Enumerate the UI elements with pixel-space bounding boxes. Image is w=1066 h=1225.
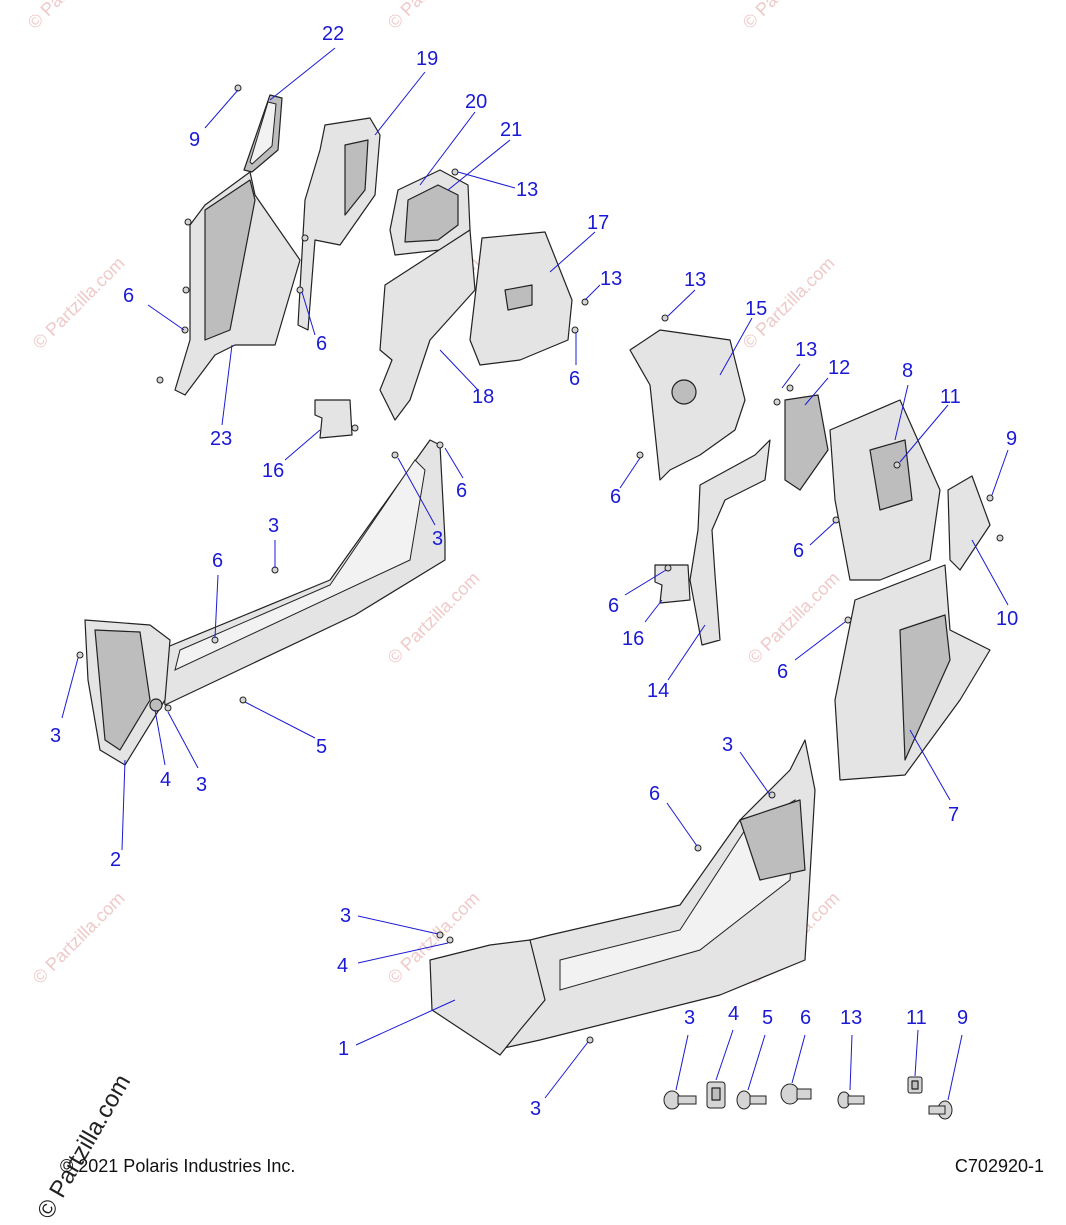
part-10-panel bbox=[947, 475, 991, 571]
callout-17: 17 bbox=[587, 212, 609, 234]
callout-4: 4 bbox=[337, 955, 348, 977]
part-7-shade bbox=[899, 614, 951, 761]
part-15-panel bbox=[629, 329, 746, 481]
callout-15: 15 bbox=[745, 298, 767, 320]
parts bbox=[84, 94, 991, 1056]
part-2-shade bbox=[94, 629, 151, 751]
callout-21: 21 bbox=[500, 119, 522, 141]
part-14-bracket bbox=[689, 439, 771, 646]
part-18-panel bbox=[379, 229, 476, 421]
callout-11: 11 bbox=[906, 1007, 927, 1029]
callout-3: 3 bbox=[196, 774, 207, 796]
callout-7: 7 bbox=[948, 804, 959, 826]
callout-23: 23 bbox=[210, 428, 232, 450]
callout-11: 11 bbox=[940, 386, 961, 408]
callout-13: 13 bbox=[600, 268, 622, 290]
callout-6: 6 bbox=[793, 540, 804, 562]
callouts: 22 19 20 21 9 13 17 13 13 15 6 6 6 13 12… bbox=[50, 23, 1018, 1120]
callout-3: 3 bbox=[50, 725, 61, 747]
watermark: © Partzilla.com bbox=[744, 568, 844, 668]
hardware-6-push-rivet bbox=[780, 1083, 812, 1105]
callout-9: 9 bbox=[957, 1007, 968, 1029]
part-19-vent bbox=[344, 139, 369, 216]
callout-6: 6 bbox=[569, 368, 580, 390]
part-right-rocker bbox=[449, 739, 816, 1051]
callout-9: 9 bbox=[189, 129, 200, 151]
callout-6: 6 bbox=[777, 661, 788, 683]
hardware-9-bolt bbox=[928, 1100, 953, 1120]
part-20-mesh bbox=[404, 184, 459, 243]
hardware-3-screw bbox=[663, 1090, 697, 1110]
hardware-13-screw bbox=[837, 1091, 865, 1109]
callout-13: 13 bbox=[795, 339, 817, 361]
callout-18: 18 bbox=[472, 386, 494, 408]
callout-4: 4 bbox=[728, 1003, 739, 1025]
callout-12: 12 bbox=[828, 357, 850, 379]
watermark: © Partzilla.com bbox=[384, 0, 484, 33]
callout-6: 6 bbox=[316, 333, 327, 355]
callout-6: 6 bbox=[123, 285, 134, 307]
watermark: © Partzilla.com bbox=[739, 0, 839, 33]
callout-6: 6 bbox=[456, 480, 467, 502]
part-1-panel bbox=[429, 939, 546, 1056]
callout-5: 5 bbox=[762, 1007, 773, 1029]
diagram-id: C702920-1 bbox=[954, 1156, 1044, 1176]
callout-13: 13 bbox=[684, 269, 706, 291]
callout-5: 5 bbox=[316, 736, 327, 758]
callout-3: 3 bbox=[340, 905, 351, 927]
callout-3: 3 bbox=[432, 528, 443, 550]
part-8-opening bbox=[869, 439, 913, 511]
callout-6: 6 bbox=[800, 1007, 811, 1029]
callout-3: 3 bbox=[530, 1098, 541, 1120]
callout-6: 6 bbox=[649, 783, 660, 805]
callout-2: 2 bbox=[110, 849, 121, 871]
callout-16: 16 bbox=[622, 628, 644, 650]
watermark: © Partzilla.com bbox=[29, 888, 129, 988]
callout-3: 3 bbox=[722, 734, 733, 756]
callout-3: 3 bbox=[268, 515, 279, 537]
fasteners bbox=[76, 84, 1004, 1044]
part-15-hole bbox=[671, 379, 697, 405]
callout-1: 1 bbox=[338, 1038, 349, 1060]
callout-14: 14 bbox=[647, 680, 669, 702]
hardware-4-clip bbox=[706, 1081, 726, 1109]
part-22-inner bbox=[249, 101, 277, 165]
hardware-legend bbox=[663, 1076, 953, 1120]
part-left-rocker-top bbox=[174, 459, 426, 671]
part-12-grille bbox=[784, 394, 829, 491]
hardware-11-nut-clip bbox=[907, 1076, 923, 1094]
copyright-text: © 2021 Polaris Industries Inc. bbox=[60, 1156, 296, 1176]
part-right-rocker-step bbox=[739, 799, 806, 881]
callout-16: 16 bbox=[262, 460, 284, 482]
hardware-5-rivet bbox=[736, 1090, 767, 1110]
callout-9: 9 bbox=[1006, 428, 1017, 450]
callout-10: 10 bbox=[996, 608, 1018, 630]
callout-6: 6 bbox=[608, 595, 619, 617]
watermark: © Partzilla.com bbox=[24, 0, 124, 33]
callout-6: 6 bbox=[610, 486, 621, 508]
callout-22: 22 bbox=[322, 23, 344, 45]
part-23-shade bbox=[204, 179, 256, 341]
watermark: © Partzilla.com bbox=[29, 253, 129, 353]
callout-13: 13 bbox=[516, 179, 538, 201]
callout-4: 4 bbox=[160, 769, 171, 791]
callout-3: 3 bbox=[684, 1007, 695, 1029]
part-4a-clip bbox=[149, 698, 163, 712]
callout-20: 20 bbox=[465, 91, 487, 113]
callout-8: 8 bbox=[902, 360, 913, 382]
callout-13: 13 bbox=[840, 1007, 862, 1029]
parts-diagram: © Partzilla.com © Partzilla.com © Partzi… bbox=[24, 0, 1019, 1120]
part-16b-bracket bbox=[654, 564, 691, 604]
callout-6: 6 bbox=[212, 550, 223, 572]
part-17-slot bbox=[504, 284, 533, 311]
callout-19: 19 bbox=[416, 48, 438, 70]
part-16a-bracket bbox=[314, 399, 353, 439]
